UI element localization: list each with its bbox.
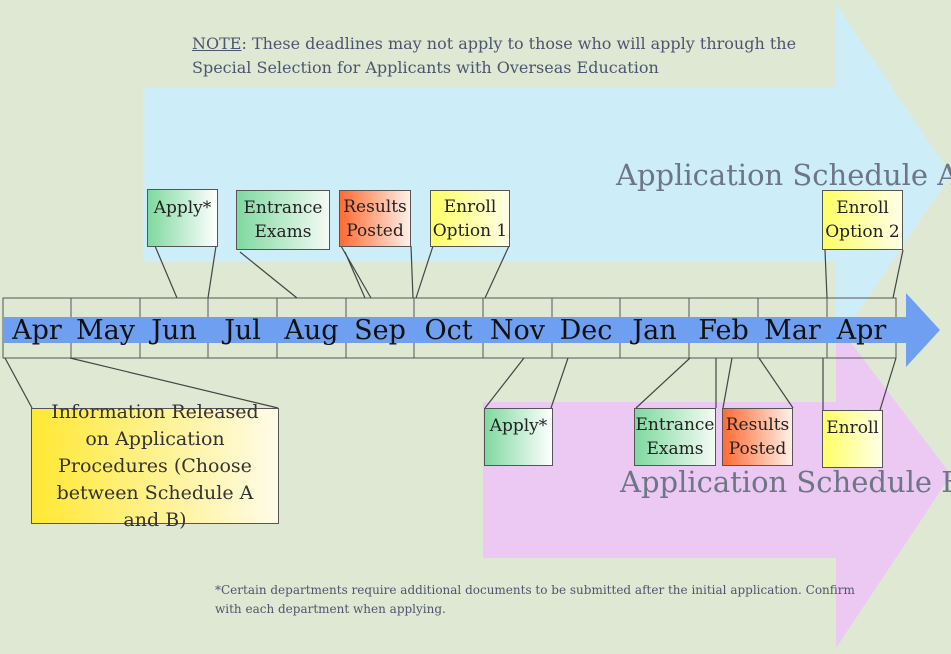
schedule-a-title: Application Schedule A — [616, 158, 951, 192]
schedule-b-results-box: Results Posted — [722, 408, 793, 466]
schedule-a-arrow — [143, 4, 951, 345]
schedule-b-exams-box: Entrance Exams — [634, 408, 716, 466]
schedule-a-apply-box: Apply* — [147, 189, 218, 247]
month-may: May — [76, 315, 135, 346]
schedule-b-apply-label: Apply* — [489, 416, 548, 436]
month-jul: Jul — [224, 315, 261, 346]
schedule-a-results-label: Results Posted — [343, 196, 407, 241]
footnote: *Certain departments require additional … — [215, 583, 855, 616]
month-apr-start: Apr — [12, 315, 62, 346]
schedule-a-exams-box: Entrance Exams — [236, 190, 330, 250]
schedule-b-arrow — [483, 323, 951, 648]
information-released-box: Information Released on Application Proc… — [31, 401, 279, 531]
month-mar: Mar — [764, 315, 821, 346]
schedule-a-enroll-option-2-box: Enroll Option 2 — [822, 190, 903, 250]
month-aug: Aug — [284, 315, 339, 346]
schedule-a-enroll-option-2-label: Enroll Option 2 — [825, 198, 900, 242]
month-apr-end: Apr — [836, 315, 887, 346]
month-dec: Dec — [559, 315, 613, 346]
deadline-note: NOTE: These deadlines may not apply to t… — [192, 32, 832, 80]
schedule-b-apply-box: Apply* — [484, 408, 553, 466]
month-sep: Sep — [354, 315, 406, 346]
schedule-b-enroll-box: Enroll — [822, 410, 883, 468]
month-jan: Jan — [632, 315, 677, 346]
schedule-a-enroll-option-1-label: Enroll Option 1 — [432, 196, 508, 241]
schedule-b-enroll-label: Enroll — [826, 418, 879, 438]
schedule-a-results-box: Results Posted — [339, 190, 411, 247]
month-jun: Jun — [151, 315, 197, 346]
month-nov: Nov — [489, 315, 546, 346]
information-released-label: Information Released on Application Proc… — [51, 400, 259, 531]
schedule-a-apply-label: Apply* — [153, 198, 212, 218]
month-oct: Oct — [424, 315, 473, 346]
schedule-b-results-label: Results Posted — [725, 415, 790, 459]
schedule-b-exams-label: Entrance Exams — [635, 415, 715, 459]
month-feb: Feb — [698, 315, 749, 346]
schedule-b-title: Application Schedule B — [620, 465, 951, 499]
connector-lines — [4, 245, 904, 411]
schedule-a-exams-label: Entrance Exams — [243, 198, 323, 242]
note-text: : These deadlines may not apply to those… — [192, 34, 797, 77]
timeline-bar-arrow — [3, 293, 940, 367]
schedule-a-enroll-option-1-box: Enroll Option 1 — [430, 190, 510, 247]
note-lead: NOTE — [192, 34, 242, 53]
